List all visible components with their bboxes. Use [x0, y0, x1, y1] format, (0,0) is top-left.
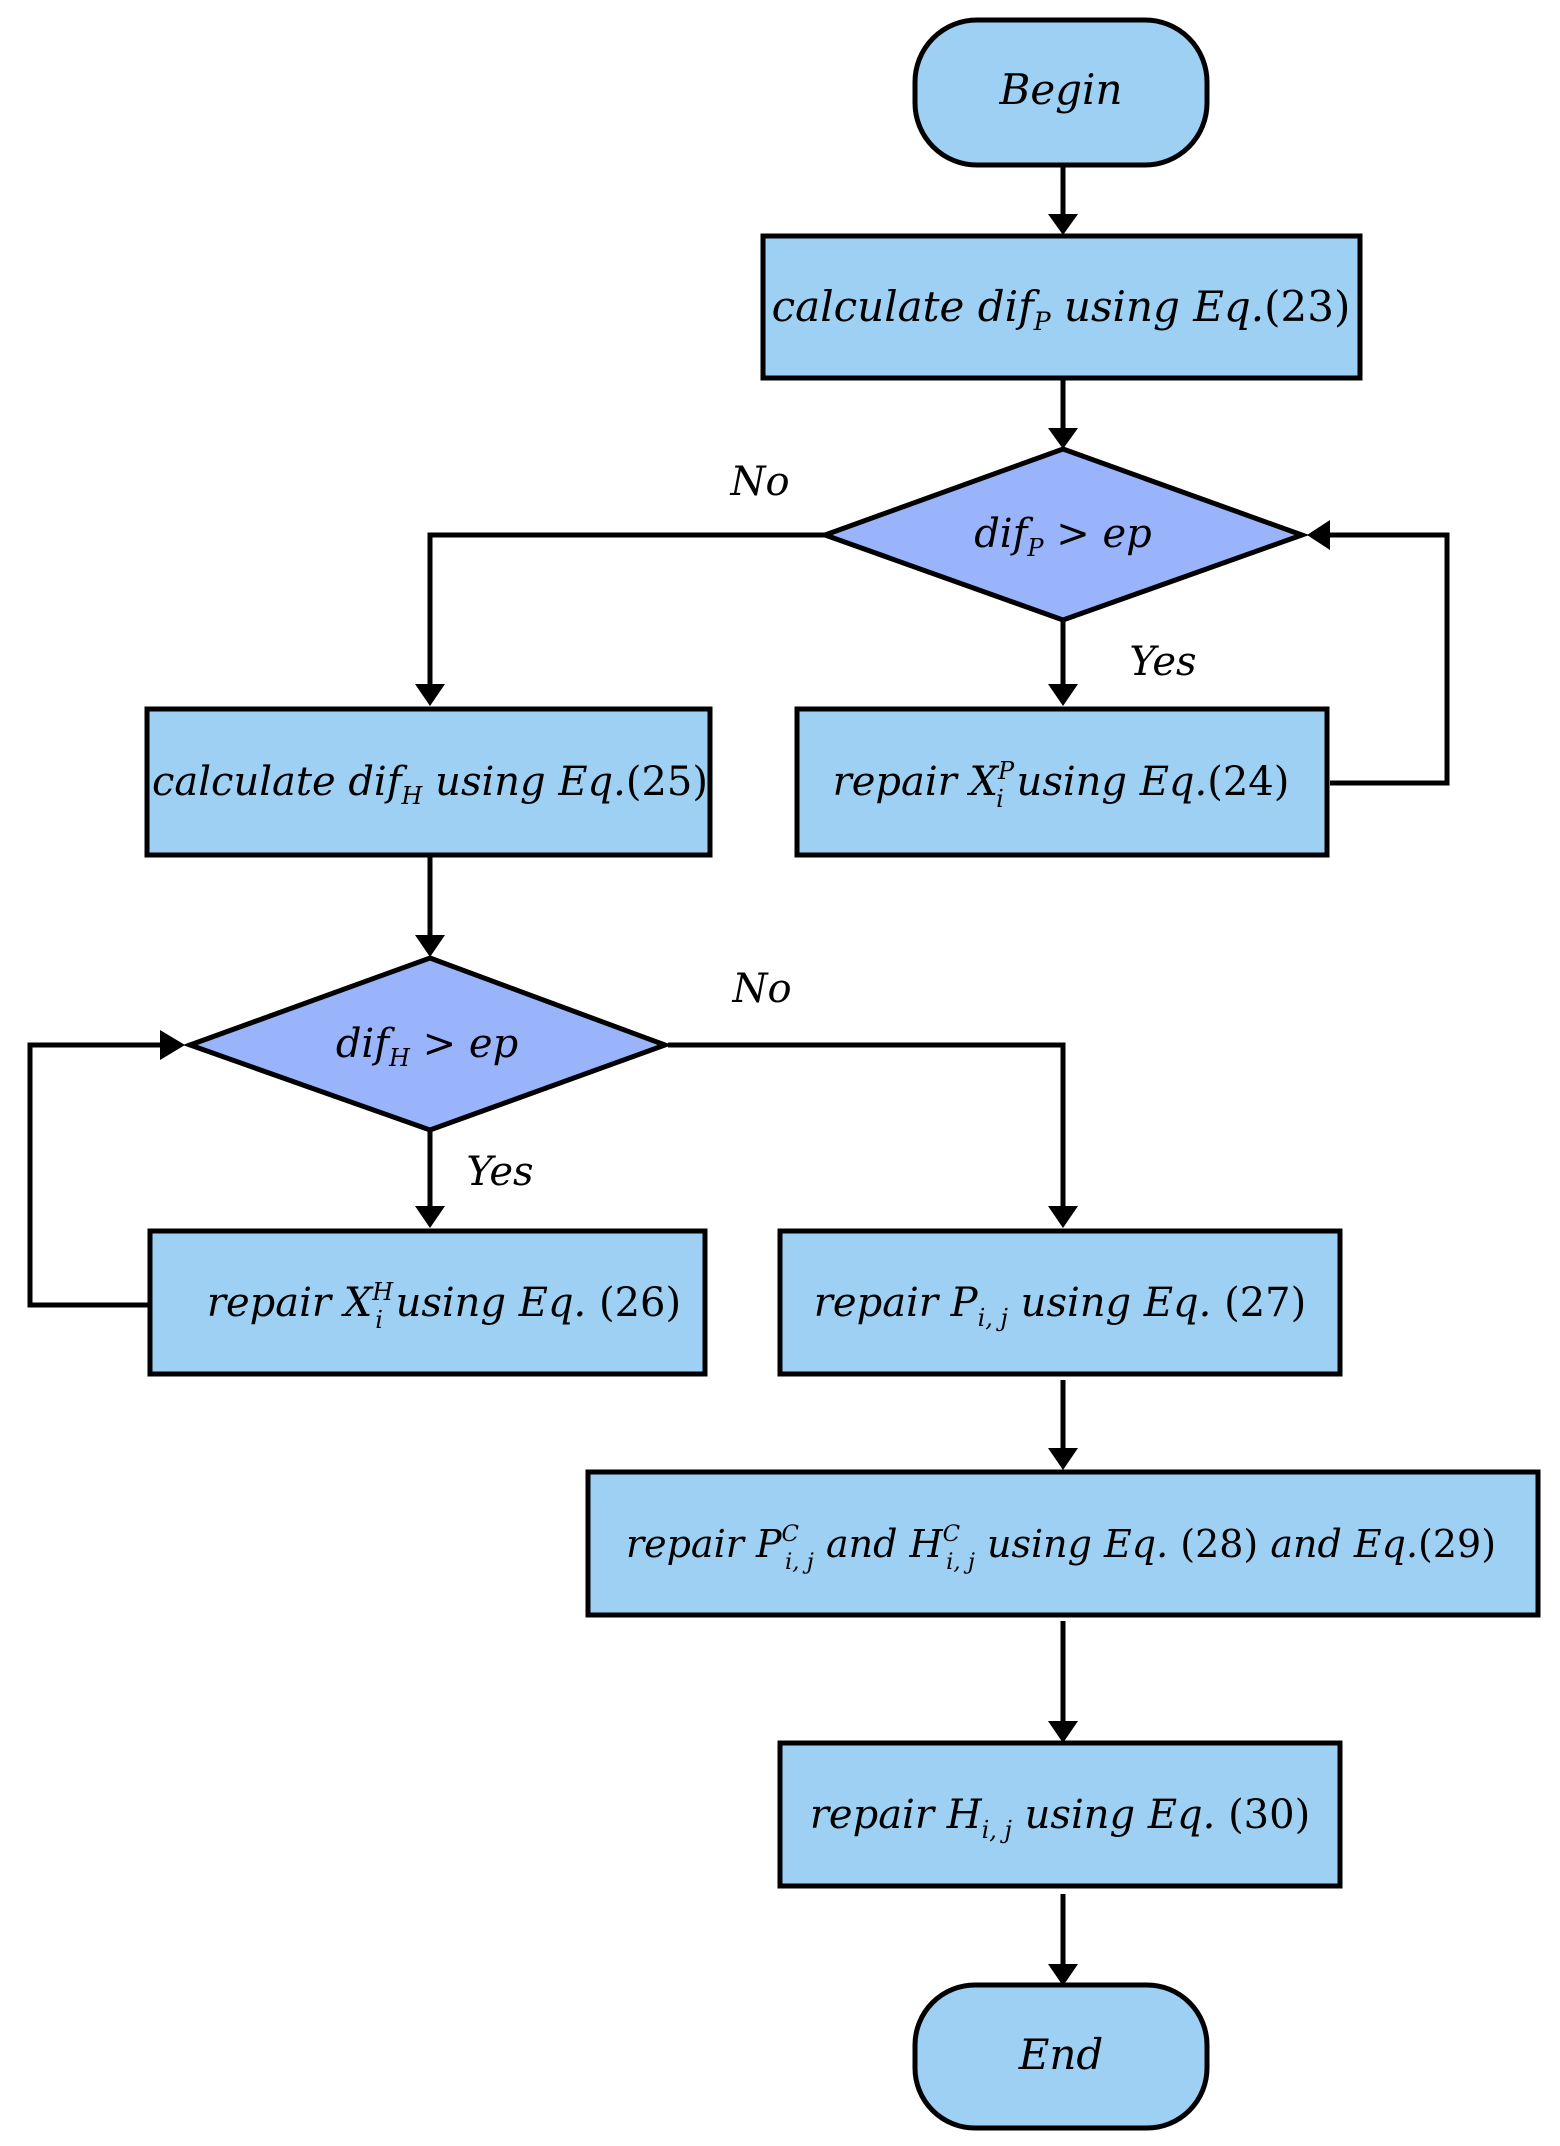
decision-dif-h-node: difH > ep [182, 955, 673, 1133]
branch-label-h-yes: Yes [466, 1149, 533, 1195]
begin-label: Begin [998, 65, 1122, 114]
branch-label-p-no: No [729, 459, 789, 505]
begin-node: Begin [912, 17, 1210, 168]
decision-dif-p-label: difP > ep [974, 511, 1152, 562]
connectors [27, 166, 1450, 1986]
calc-dif-h-node: calculate difH using Eq.(25) [144, 706, 713, 858]
branch-label-p-yes: Yes [1129, 639, 1196, 685]
repair-h-label: repair Hi, j using Eq. (30) [810, 1792, 1310, 1844]
repair-p-node: repair Pi, j using Eq. (27) [777, 1228, 1343, 1377]
end-node: End [912, 1982, 1210, 2131]
repair-h-node: repair Hi, j using Eq. (30) [777, 1740, 1343, 1889]
end-label: End [1018, 2030, 1104, 2079]
repair-p-label: repair Pi, j using Eq. (27) [814, 1280, 1306, 1332]
calc-dif-p-label: calculate difP using Eq.(23) [772, 282, 1351, 336]
decision-dif-p-node: difP > ep [817, 446, 1310, 623]
branch-label-h-no: No [731, 966, 791, 1012]
calc-dif-p-node: calculate difP using Eq.(23) [760, 233, 1363, 381]
calc-dif-h-label: calculate difH using Eq.(25) [152, 759, 708, 810]
decision-dif-h-label: difH > ep [336, 1021, 518, 1072]
